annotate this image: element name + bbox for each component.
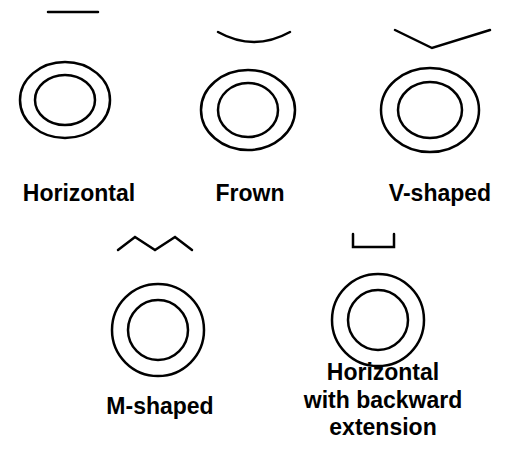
shape-label: V-shaped — [360, 180, 520, 208]
v-mark — [395, 30, 490, 48]
outer-ring — [112, 284, 204, 376]
frown-mark — [218, 32, 290, 42]
bracket-mark — [353, 234, 394, 247]
outer-ring — [20, 62, 110, 138]
m-mark — [118, 237, 192, 250]
shape-label: Frown — [175, 180, 325, 208]
shape-label: Horizontal — [4, 180, 154, 208]
inner-ring — [35, 75, 95, 125]
outer-ring — [332, 274, 424, 366]
shape-label: M-shaped — [80, 393, 240, 421]
inner-ring — [128, 300, 188, 360]
horizontal-mark — [48, 11, 98, 14]
outer-ring — [381, 68, 479, 152]
inner-ring — [398, 82, 462, 138]
outer-ring — [201, 70, 295, 150]
inner-ring — [348, 290, 408, 350]
shape-label: Horizontal with backward extension — [302, 359, 465, 442]
inner-ring — [218, 83, 278, 137]
